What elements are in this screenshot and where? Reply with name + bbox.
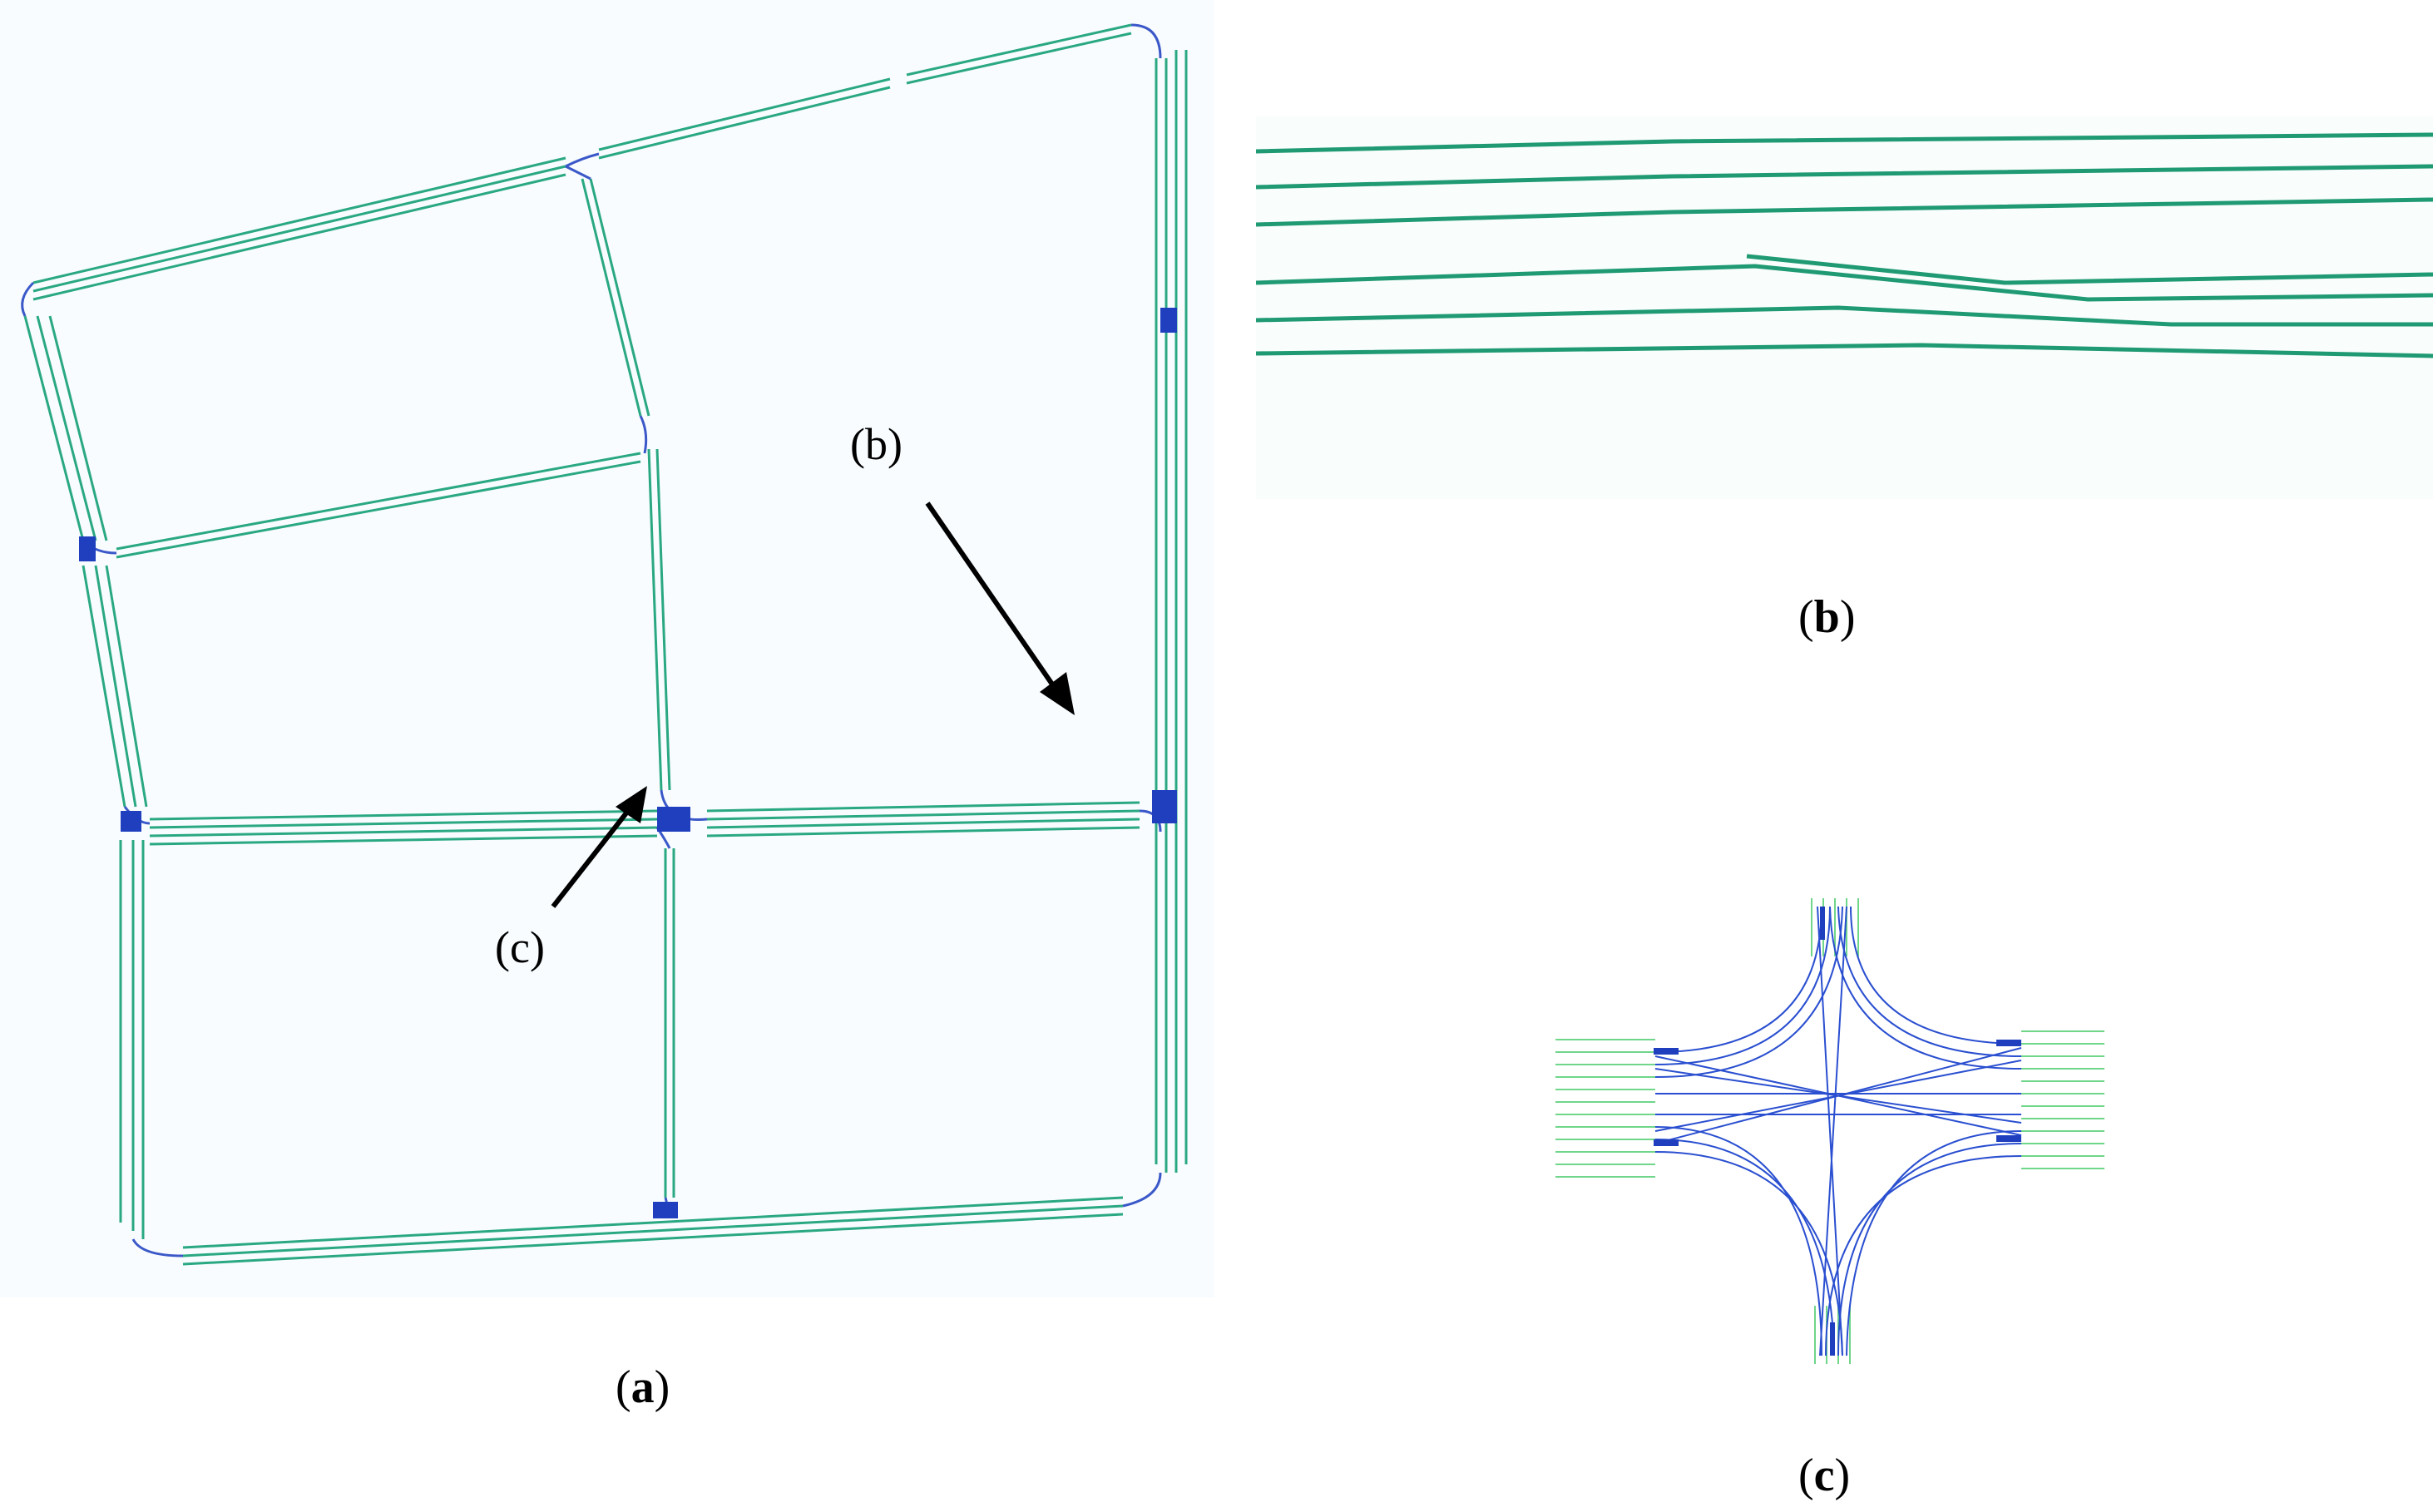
turn-curve-5 — [1654, 1139, 1835, 1356]
caption-a: (a) — [616, 1364, 670, 1411]
lane-detail-line-6 — [1256, 343, 2433, 358]
turn-curve-12 — [1825, 1155, 2022, 1356]
junction-marker-center — [657, 807, 690, 832]
turn-curve-4 — [1654, 1126, 1822, 1356]
turn-curve-9 — [1829, 906, 2022, 1070]
road-mid-upper-lane-1 — [116, 452, 641, 551]
annotation-label-c: (c) — [495, 922, 545, 972]
road-main-h-left-lane-4 — [149, 834, 658, 846]
dense-marker-north — [1820, 907, 1825, 940]
lane-detail-line-2 — [1256, 164, 2433, 190]
road-left-mid-lane-1 — [82, 565, 126, 808]
road-mid-upper-lane-2 — [116, 460, 641, 559]
dense-marker-west-1 — [1654, 1048, 1679, 1055]
junction-mid-upper-connector — [639, 415, 648, 454]
caption-c-open: ( — [1798, 1450, 1814, 1501]
junction-markers — [79, 308, 1177, 1218]
road-main-h-right-lane-2 — [706, 809, 1140, 821]
road-main-h-right-lane-4 — [706, 826, 1140, 838]
caption-b-close: ) — [1839, 591, 1856, 643]
annotation-label-b: (b) — [850, 419, 902, 469]
panel-a-network-map: (b) (c) — [0, 0, 1214, 1297]
caption-c-close: ) — [1834, 1450, 1851, 1501]
turn-curve-8 — [1837, 906, 2022, 1057]
panel-b-lane-detail — [1256, 116, 2433, 499]
road-center-mid-lane-1 — [647, 448, 663, 791]
lane-detail-svg — [1256, 116, 2433, 499]
intersection-turning-curves — [1654, 906, 2022, 1356]
road-center-upper-lane-2 — [589, 178, 650, 417]
caption-c-letter: c — [1813, 1450, 1835, 1501]
road-top-left-lane-2 — [32, 165, 566, 293]
turn-curve-6 — [1654, 1151, 1843, 1356]
corner-bottom-left-connector — [131, 1238, 184, 1258]
caption-a-open: ( — [616, 1361, 631, 1413]
turn-curve-7 — [1850, 906, 2022, 1045]
road-top-far-lane-1 — [906, 23, 1132, 77]
junction-top-connector-2 — [565, 165, 591, 180]
lane-detail-line-4 — [1256, 264, 2433, 302]
road-main-h-left-lane-1 — [149, 809, 658, 821]
caption-b-letter: b — [1813, 591, 1840, 643]
caption-a-letter: a — [631, 1361, 655, 1413]
road-main-h-left-lane-3 — [149, 826, 658, 838]
dense-marker-east-2 — [1996, 1135, 2021, 1142]
lane-detail-lines — [1256, 132, 2433, 358]
turn-curve-3 — [1654, 906, 1843, 1078]
turn-curve-11 — [1837, 1143, 2022, 1356]
road-main-h-left-lane-2 — [149, 818, 658, 829]
cross-link-5 — [1817, 906, 1843, 1356]
intersection-dense-markers — [1654, 907, 2021, 1356]
junction-marker-left-upper — [79, 536, 96, 561]
road-main-h-right-lane-3 — [706, 818, 1140, 829]
junction-marker-left-main — [121, 811, 141, 832]
lane-detail-line-5 — [1256, 305, 2433, 327]
cross-link-6 — [1819, 906, 1847, 1356]
junction-marker-bottom-center — [653, 1202, 678, 1218]
road-left-mid-lane-2 — [94, 565, 137, 808]
road-top-left-lane-3 — [32, 173, 566, 301]
arrow-to-c — [551, 786, 647, 908]
junction-marker-right-upper — [1160, 308, 1177, 333]
road-top-left-lane-1 — [32, 156, 566, 284]
road-bottom-lane-2 — [182, 1204, 1124, 1258]
road-center-upper-lane-1 — [581, 178, 642, 417]
corner-top-left-connector — [21, 281, 35, 317]
corner-top-right-connector — [1130, 23, 1162, 59]
dense-marker-west-2 — [1654, 1139, 1679, 1146]
road-top-right-lane-1 — [598, 77, 891, 151]
road-left-upper-lane-2 — [36, 315, 97, 541]
road-bottom-lane-3 — [182, 1213, 1124, 1266]
dense-marker-east-1 — [1996, 1040, 2021, 1046]
road-left-upper-lane-1 — [23, 315, 85, 541]
road-bottom-lane-1 — [182, 1196, 1124, 1249]
road-top-far-lane-2 — [906, 32, 1132, 85]
road-lanes — [23, 23, 1188, 1266]
road-center-mid-lane-2 — [655, 448, 671, 791]
road-top-right-lane-2 — [598, 86, 891, 160]
cross-link-4 — [1654, 1047, 2022, 1144]
caption-c: (c) — [1798, 1452, 1850, 1499]
road-main-h-right-lane-1 — [706, 801, 1140, 813]
panel-c-intersection-detail — [1555, 890, 2121, 1372]
road-left-upper-lane-3 — [48, 315, 108, 541]
lane-detail-line-1 — [1256, 132, 2433, 154]
arrow-to-b — [925, 502, 1075, 715]
turn-curve-2 — [1654, 906, 1831, 1065]
junction-top-connector — [565, 152, 600, 168]
turn-curve-10 — [1846, 1130, 2022, 1356]
caption-b: (b) — [1798, 594, 1855, 640]
corner-bottom-right-connector — [1122, 1172, 1162, 1208]
intersection-approach-lanes — [1555, 898, 2104, 1364]
caption-b-open: ( — [1798, 591, 1814, 643]
caption-a-close: ) — [654, 1361, 670, 1413]
map-background — [0, 0, 1214, 1297]
intersection-detail-svg — [1555, 898, 2104, 1364]
road-left-mid-lane-3 — [105, 565, 148, 808]
lane-detail-line-3 — [1256, 197, 2433, 227]
junction-marker-right-main — [1152, 790, 1177, 823]
network-map-svg — [0, 0, 1214, 1297]
dense-marker-south — [1830, 1322, 1835, 1356]
lane-detail-line-merge — [1746, 254, 2433, 285]
